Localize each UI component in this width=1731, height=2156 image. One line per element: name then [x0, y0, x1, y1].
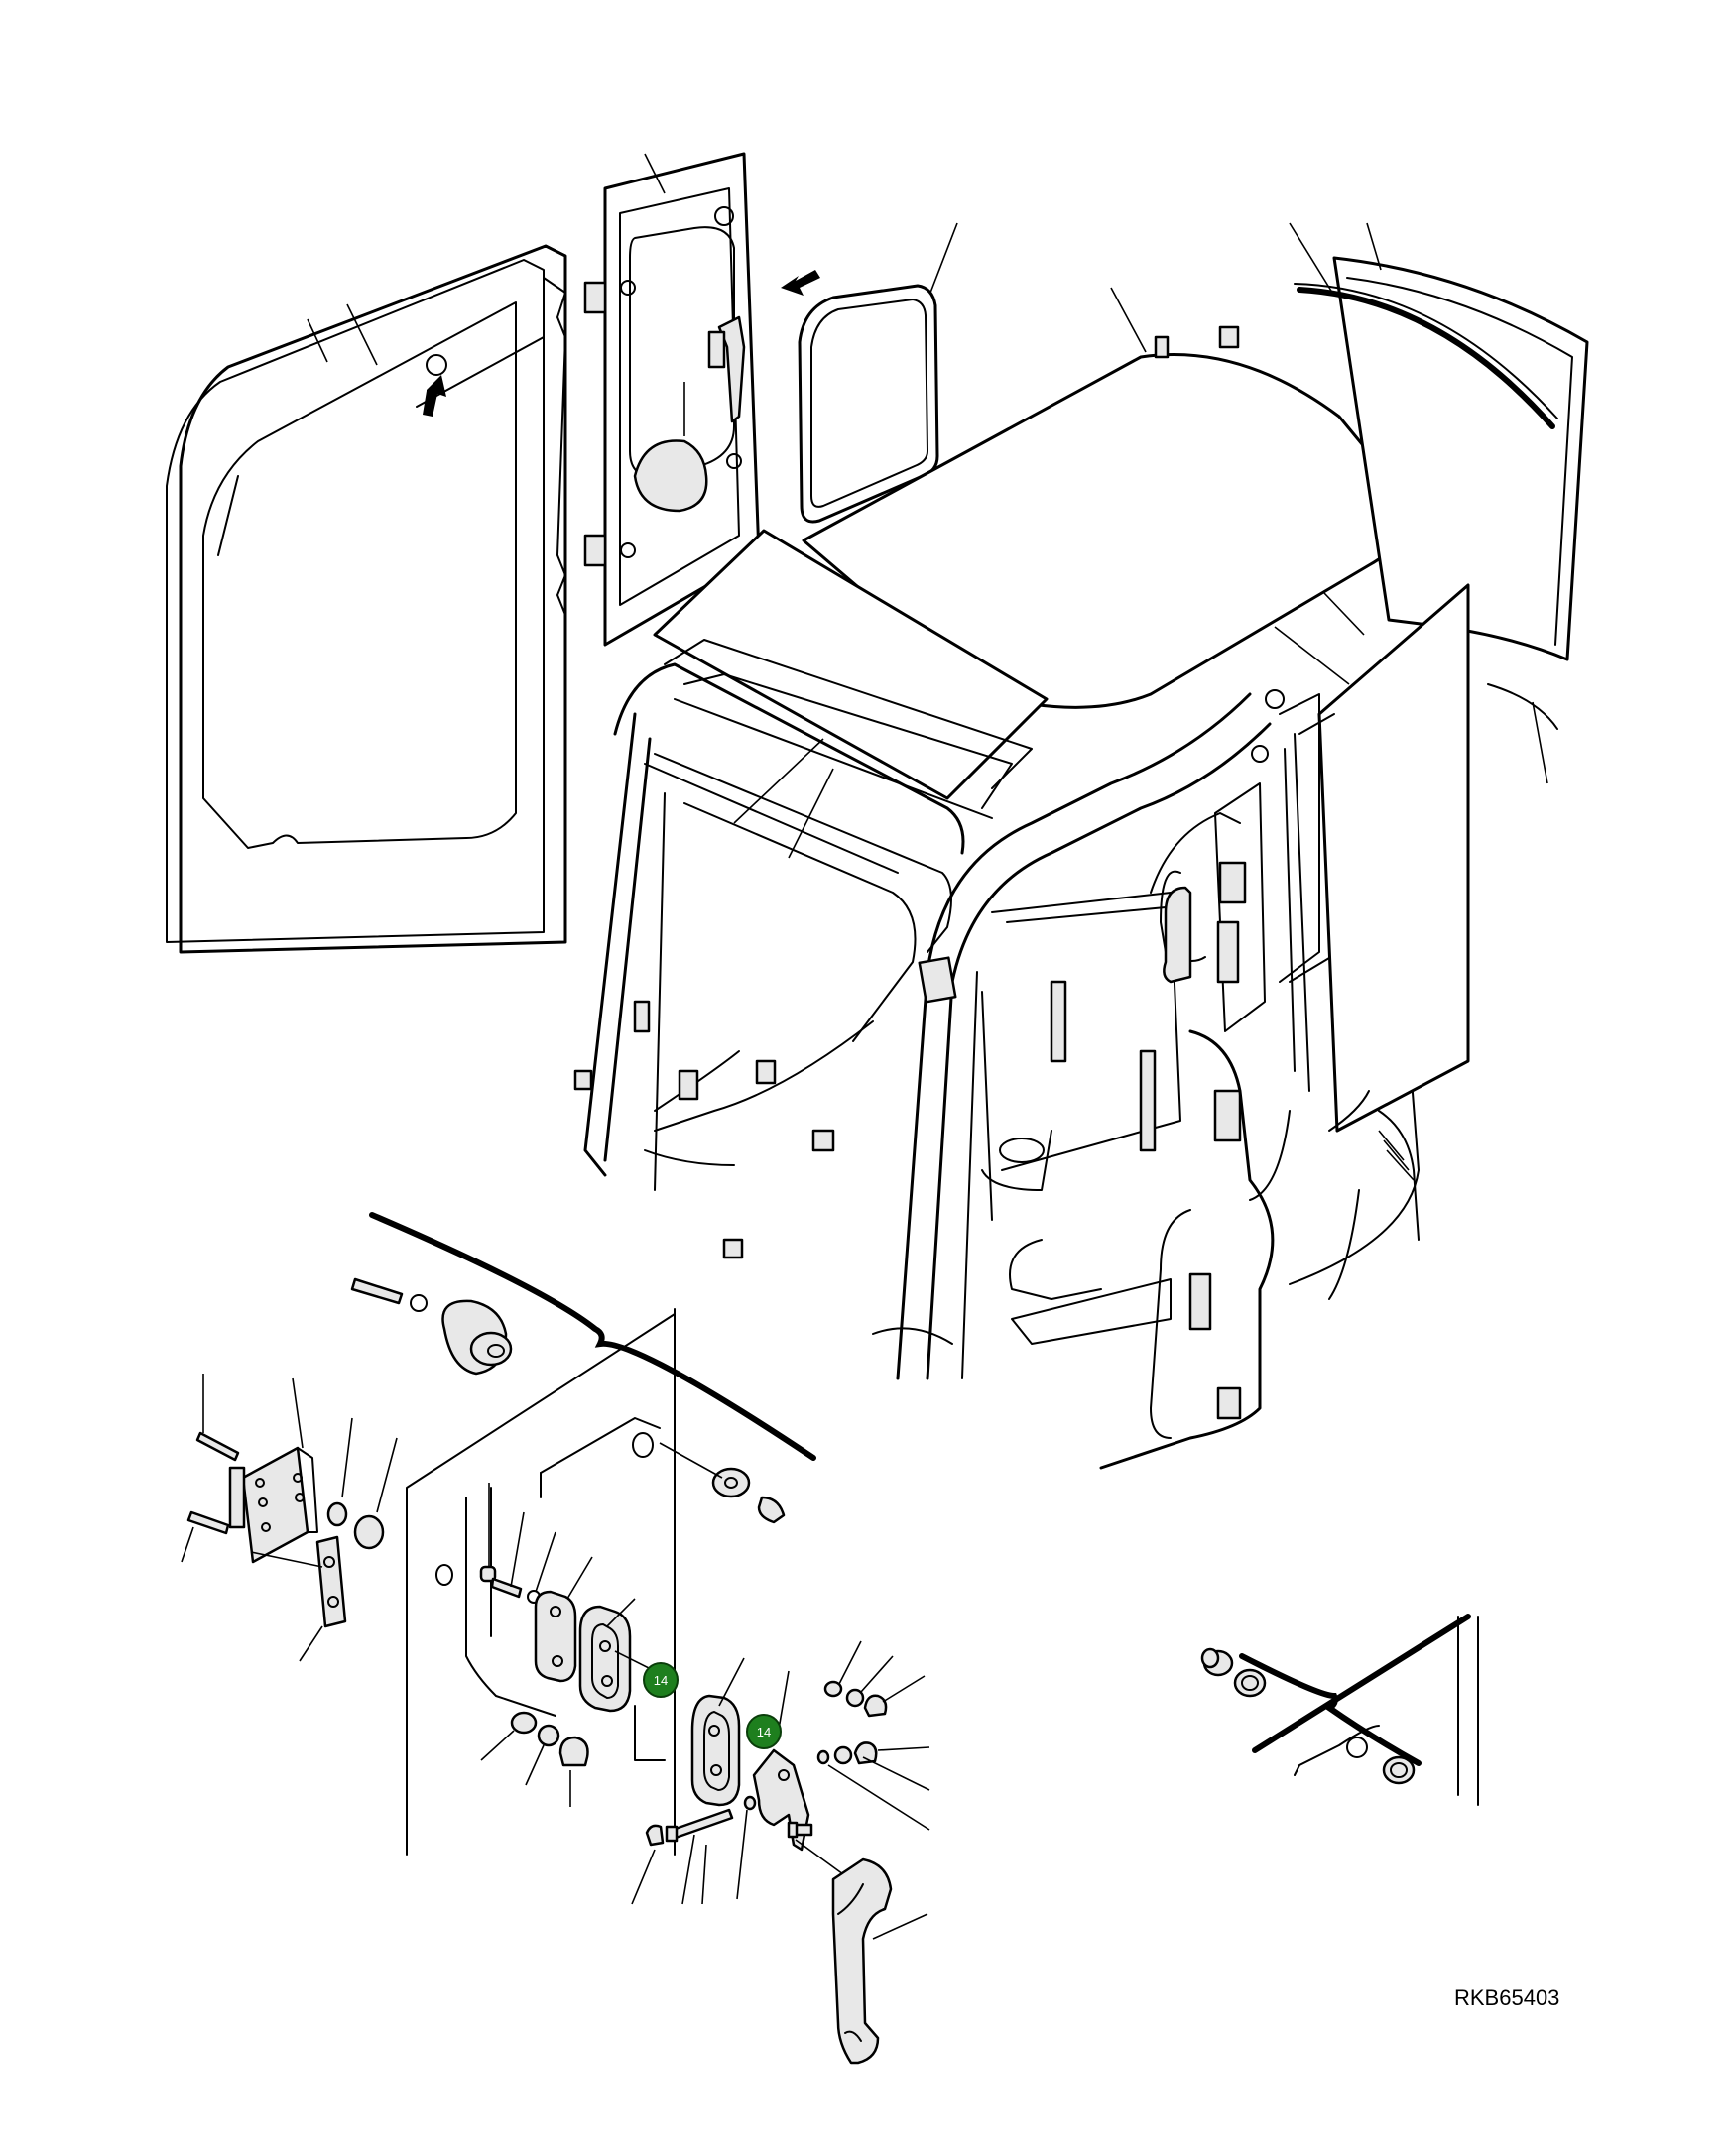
- lock-gasket[interactable]: [578, 1605, 632, 1713]
- cap-nut[interactable]: [558, 1736, 589, 1767]
- leader-line: [299, 1625, 323, 1662]
- leader-line: [292, 1377, 304, 1449]
- leader-line: [525, 1744, 545, 1786]
- stud-bolt[interactable]: [350, 1277, 428, 1312]
- callout-badge[interactable]: 14: [746, 1714, 782, 1749]
- striker-gasket[interactable]: [690, 1694, 741, 1807]
- leader-line: [631, 1849, 656, 1905]
- washer[interactable]: [510, 1711, 538, 1735]
- door-hinge[interactable]: [228, 1446, 318, 1564]
- left-window-glass[interactable]: [166, 244, 567, 954]
- leader-line: [795, 1839, 844, 1875]
- leader-line: [718, 1657, 745, 1707]
- leader-line: [1323, 592, 1365, 636]
- arrow-icon: [781, 270, 820, 296]
- leader-line: [929, 222, 958, 294]
- leader-line: [566, 1556, 593, 1600]
- leader-line: [341, 1417, 353, 1498]
- cap-nut[interactable]: [853, 1741, 878, 1765]
- leader-line: [872, 1913, 928, 1940]
- leader-line: [250, 1551, 323, 1568]
- latch-bolt[interactable]: [665, 1808, 734, 1843]
- drawing-code: RKB65403: [1454, 1985, 1560, 2010]
- leader-line: [1532, 701, 1548, 784]
- arrow-icon: [423, 375, 446, 417]
- washer[interactable]: [823, 1680, 843, 1698]
- leader-line: [480, 1730, 515, 1761]
- leader-line: [877, 1746, 930, 1751]
- detail-inset: [1239, 1614, 1479, 1806]
- leader-line: [860, 1655, 894, 1693]
- hinge-nut[interactable]: [326, 1501, 385, 1550]
- washer[interactable]: [711, 1467, 751, 1498]
- right-door-glass[interactable]: [1249, 583, 1470, 1241]
- leader-line: [736, 1809, 748, 1900]
- leader-line: [510, 1511, 525, 1588]
- callout-badge[interactable]: 14: [643, 1662, 679, 1698]
- leader-line: [659, 1442, 723, 1479]
- lower-glass-seal: [1487, 683, 1558, 730]
- leader-line: [838, 1640, 862, 1685]
- cap-nut[interactable]: [757, 1496, 786, 1524]
- door-panel[interactable]: [583, 152, 761, 647]
- leader-line: [1289, 222, 1335, 297]
- leader-line: [827, 1764, 930, 1831]
- hex-nut[interactable]: [816, 1745, 853, 1765]
- leader-line: [307, 318, 328, 363]
- latch-pin[interactable]: [787, 1821, 813, 1839]
- rear-window-seal[interactable]: [798, 284, 939, 524]
- leader-line: [1366, 222, 1382, 271]
- callout-label: 14: [757, 1725, 771, 1739]
- nut[interactable]: [645, 1824, 665, 1847]
- leader-line: [701, 1844, 707, 1905]
- leader-line: [346, 303, 378, 366]
- leader-line: [733, 738, 824, 824]
- leader-line: [681, 1834, 695, 1905]
- leader-line: [1274, 626, 1350, 685]
- rubber-damper[interactable]: [441, 1299, 513, 1376]
- hinge-shim-plate[interactable]: [315, 1535, 347, 1628]
- hex-nut[interactable]: [845, 1688, 865, 1708]
- leader-line: [862, 1756, 930, 1791]
- front-window-glass[interactable]: [1294, 256, 1589, 661]
- cap-nut[interactable]: [863, 1694, 888, 1718]
- roof-hatch-glass[interactable]: [653, 529, 1049, 819]
- seal-ring[interactable]: [1233, 1668, 1416, 1785]
- spring-pin[interactable]: [743, 1795, 757, 1811]
- leader-line: [788, 768, 834, 859]
- hinge-bolt[interactable]: [186, 1431, 240, 1535]
- leader-line: [535, 1531, 556, 1593]
- striker-plate[interactable]: [534, 1590, 577, 1683]
- callout-label: 14: [654, 1673, 668, 1688]
- leader-line: [606, 1598, 636, 1627]
- lock-bolt[interactable]: [479, 1565, 541, 1604]
- door-section-outline: [369, 1212, 816, 1856]
- leader-line: [644, 153, 666, 194]
- grommet[interactable]: [1200, 1647, 1234, 1677]
- cab-frame[interactable]: [573, 662, 1420, 1470]
- leader-line: [376, 1437, 398, 1513]
- hex-nut[interactable]: [537, 1724, 560, 1747]
- leader-line: [181, 1526, 194, 1563]
- door-handle[interactable]: [831, 1857, 893, 2065]
- leader-line: [882, 1675, 926, 1703]
